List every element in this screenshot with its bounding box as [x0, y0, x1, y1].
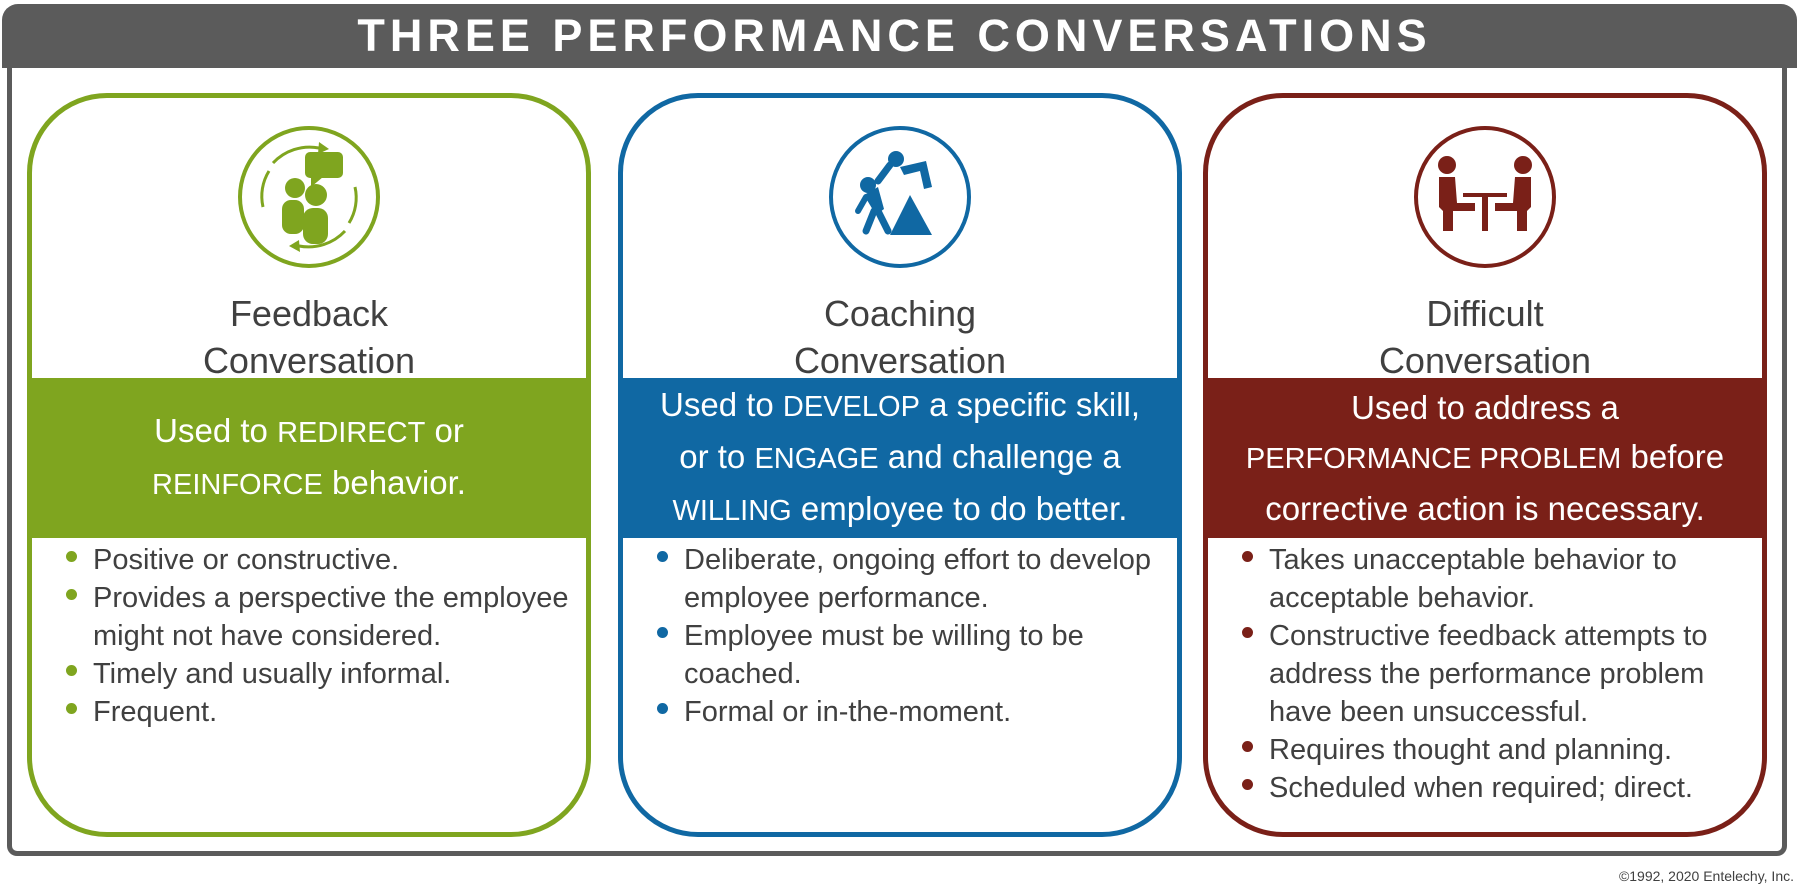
band-emphasis: ENGAGE	[754, 443, 879, 475]
band-text: employee to do better.	[791, 490, 1128, 527]
bullet-item: Takes unacceptable behavior to acceptabl…	[1238, 541, 1752, 617]
band-text: and challenge a	[878, 438, 1121, 475]
panel-title-line1: Coaching	[823, 293, 977, 334]
coaching-climber-icon	[828, 125, 972, 269]
bullet-list: Takes unacceptable behavior to acceptabl…	[1238, 541, 1752, 807]
bullet-item: Constructive feedback attempts to addres…	[1238, 617, 1752, 731]
band-line: PERFORMANCE PROBLEM before	[1246, 432, 1724, 484]
band-line: REINFORCE behavior.	[152, 458, 466, 510]
band-emphasis: WILLING	[672, 495, 792, 527]
feedback-conversation-icon	[237, 125, 381, 269]
bullet-item: Employee must be willing to be coached.	[653, 617, 1167, 693]
bullet-item: Positive or constructive.	[62, 541, 576, 579]
outer-frame	[7, 38, 1787, 856]
band-text: or	[425, 412, 464, 449]
band-emphasis: REINFORCE	[152, 469, 323, 501]
band-text: Used to	[154, 412, 278, 449]
panel-title: Difficult Conversation	[1208, 290, 1762, 384]
difficult-meeting-icon	[1413, 125, 1557, 269]
band-text: behavior.	[322, 464, 466, 501]
bullet-item: Scheduled when required; direct.	[1238, 769, 1752, 807]
panel-coaching: Coaching Conversation Used to DEVELOP a …	[618, 93, 1182, 837]
panel-title: Coaching Conversation	[623, 290, 1177, 384]
band-text: before	[1621, 438, 1725, 475]
band-emphasis: PERFORMANCE PROBLEM	[1245, 443, 1622, 475]
description-band: Used to DEVELOP a specific skill,or to E…	[623, 378, 1177, 538]
band-text: or to	[679, 438, 755, 475]
bullet-item: Provides a perspective the employee migh…	[62, 579, 576, 655]
bullet-list: Deliberate, ongoing effort to develop em…	[653, 541, 1167, 731]
band-text: a specific skill,	[919, 386, 1140, 423]
band-line: Used to DEVELOP a specific skill,	[660, 380, 1140, 432]
panel-difficult: Difficult Conversation Used to address a…	[1203, 93, 1767, 837]
panel-title-line1: Feedback	[229, 293, 389, 334]
panel-feedback: Feedback Conversation Used to REDIRECT o…	[27, 93, 591, 837]
bullet-item: Deliberate, ongoing effort to develop em…	[653, 541, 1167, 617]
panel-title: Feedback Conversation	[32, 290, 586, 384]
band-emphasis: DEVELOP	[782, 391, 920, 423]
title-bar: THREE PERFORMANCE CONVERSATIONS	[2, 4, 1797, 68]
bullet-item: Requires thought and planning.	[1238, 731, 1752, 769]
bullet-item: Frequent.	[62, 693, 576, 731]
bullet-item: Formal or in-the-moment.	[653, 693, 1167, 731]
bullet-item: Timely and usually informal.	[62, 655, 576, 693]
panel-title-line2: Conversation	[202, 340, 416, 381]
band-emphasis: REDIRECT	[277, 417, 426, 449]
band-text: Used to	[660, 386, 783, 423]
band-line: corrective action is necessary.	[1246, 484, 1724, 533]
band-line: or to ENGAGE and challenge a	[660, 432, 1140, 484]
bullet-list: Positive or constructive.Provides a pers…	[62, 541, 576, 731]
panel-title-line1: Difficult	[1426, 293, 1544, 334]
panel-title-line2: Conversation	[793, 340, 1007, 381]
band-line: Used to address a	[1246, 383, 1724, 432]
panel-title-line2: Conversation	[1378, 340, 1592, 381]
band-line: Used to REDIRECT or	[152, 406, 466, 458]
band-text: corrective action is necessary.	[1265, 490, 1705, 527]
page-title: THREE PERFORMANCE CONVERSATIONS	[357, 10, 1432, 61]
description-band: Used to address a PERFORMANCE PROBLEM bef…	[1208, 378, 1762, 538]
band-line: WILLING employee to do better.	[660, 484, 1140, 536]
band-text: Used to address a	[1351, 389, 1619, 426]
copyright-notice: ©1992, 2020 Entelechy, Inc.	[1618, 868, 1794, 884]
